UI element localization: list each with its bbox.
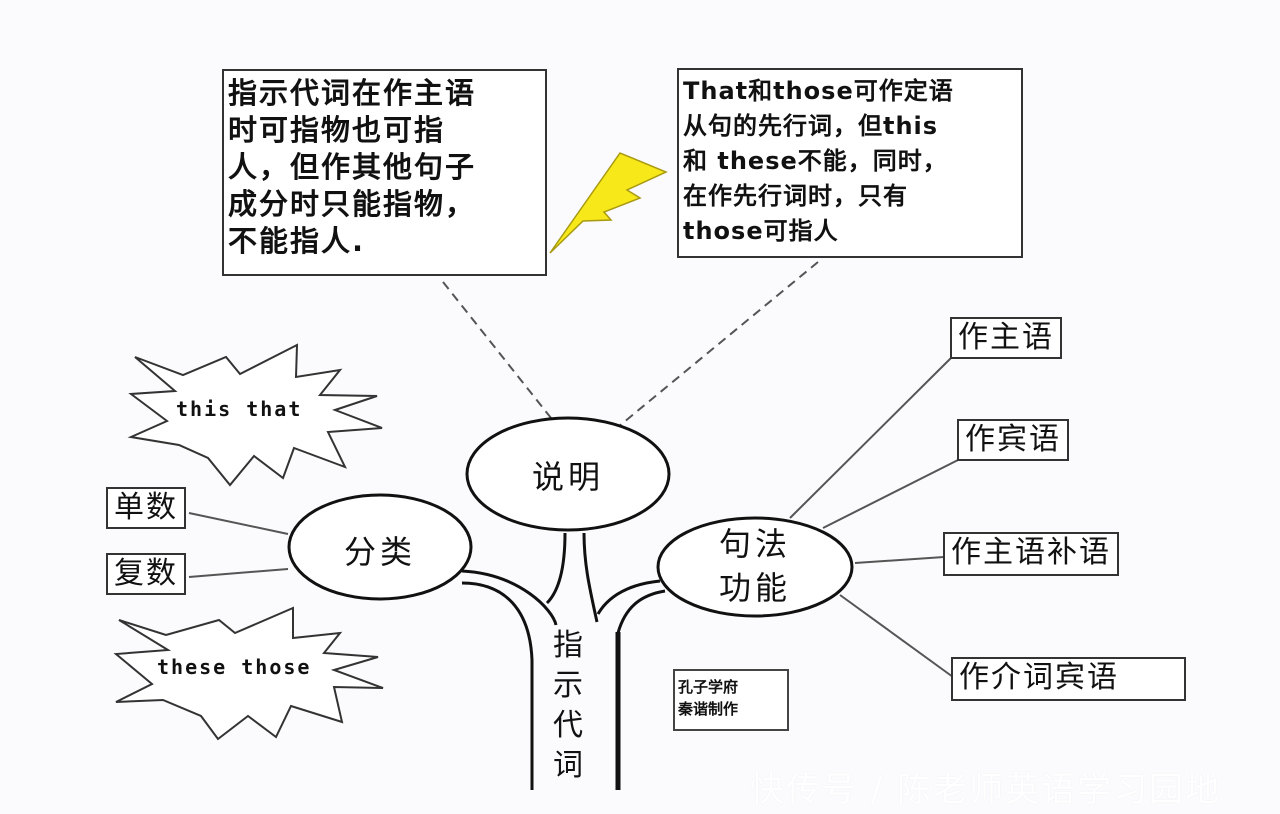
burst-shape-this-that	[127, 343, 383, 487]
leaf-as-object: 作宾语	[957, 419, 1069, 461]
note-right-line: 在作先行词时，只有	[683, 182, 908, 210]
connector-singular	[188, 512, 289, 535]
node-function-shape	[656, 516, 854, 618]
root-label-char: 代	[553, 708, 583, 743]
watermark: 快传号 / 陈老师英语学习园地	[750, 770, 1222, 810]
root-label-char: 词	[553, 748, 583, 783]
note-left-line: 不能指人.	[228, 224, 366, 258]
connector-object	[822, 458, 961, 529]
node-function-label-line2: 功能	[718, 569, 791, 607]
note-left-line: 成分时只能指物，	[228, 187, 477, 221]
node-function-label: 句法 功能	[695, 522, 815, 610]
connector-prep-object	[839, 594, 954, 678]
leaf-as-subject-complement: 作主语补语	[943, 532, 1119, 576]
dashed-connector-right	[617, 261, 819, 428]
credit-line-2: 秦谐制作	[678, 700, 739, 718]
note-right: That和those可作定语 从句的先行词，但this 和 these不能，同时…	[677, 68, 1023, 258]
root-label-char: 指	[553, 628, 583, 663]
leaf-plural: 复数	[106, 553, 186, 595]
leaf-singular: 单数	[106, 487, 186, 529]
node-function-label-line1: 句法	[718, 525, 791, 563]
note-right-line: 从句的先行词，但this	[683, 112, 939, 140]
node-classify-label: 分类	[343, 533, 416, 571]
connector-subject-complement	[854, 556, 945, 564]
credit-box: 孔子学府 秦谐制作	[673, 669, 789, 731]
note-left-line: 时可指物也可指	[228, 113, 446, 147]
node-explain-label: 说明	[531, 458, 604, 496]
root-label-char: 示	[553, 668, 583, 703]
burst-label-singular: this that	[176, 397, 303, 421]
note-right-line: those可指人	[683, 217, 839, 245]
node-explain-shape	[465, 416, 671, 532]
tree-trunk	[461, 532, 666, 790]
note-right-line: 和 these不能，同时，	[683, 147, 948, 175]
node-classify-shape	[287, 493, 473, 601]
credit-line-1: 孔子学府	[678, 678, 739, 696]
lightning-icon	[549, 152, 668, 254]
connector-plural	[188, 568, 289, 578]
note-left-line: 人，但作其他句子	[228, 150, 477, 184]
burst-shape-these-those	[113, 606, 384, 741]
leaf-as-prep-object: 作介词宾语	[951, 657, 1186, 701]
dashed-connector-left	[442, 281, 556, 424]
leaf-as-subject: 作主语	[950, 317, 1062, 359]
note-right-line: That和those可作定语	[683, 77, 954, 105]
burst-label-plural: these those	[157, 655, 312, 679]
connector-subject	[789, 356, 953, 519]
note-left-line: 指示代词在作主语	[228, 76, 477, 110]
note-left: 指示代词在作主语 时可指物也可指 人，但作其他句子 成分时只能指物， 不能指人.	[222, 69, 547, 276]
root-label: 指 示 代 词	[548, 626, 588, 786]
